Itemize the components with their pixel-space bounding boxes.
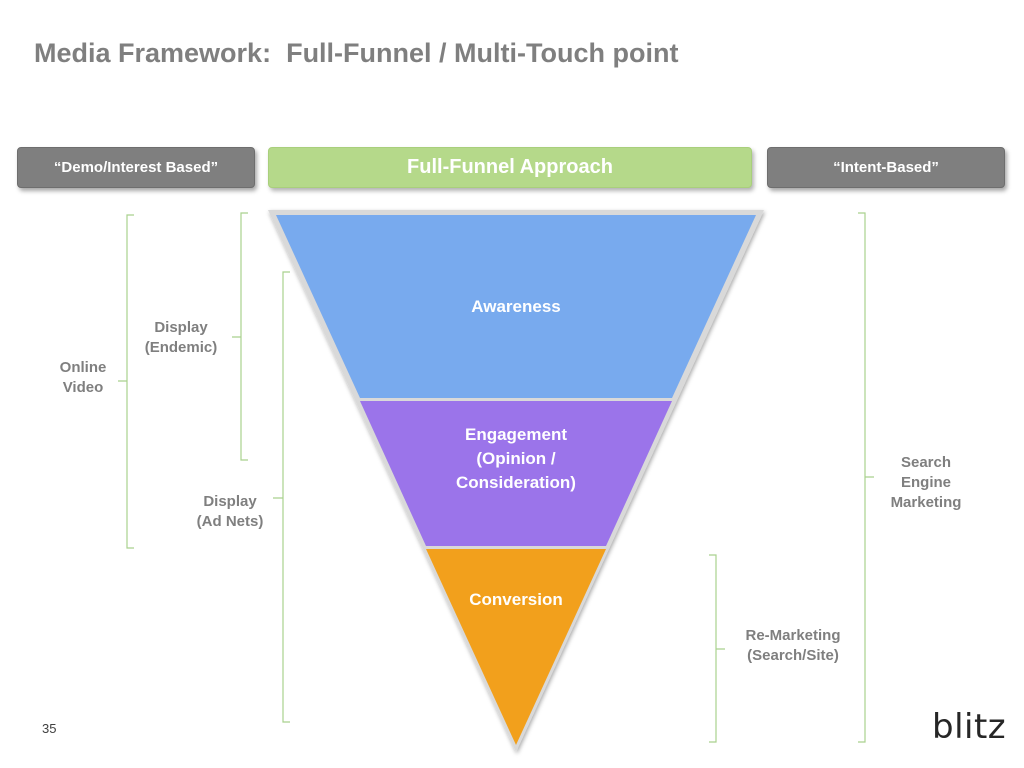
search-engine-marketing-bracket (858, 212, 874, 743)
conversion-label-line: Conversion (469, 590, 563, 609)
re-marketing-bracket (709, 554, 725, 743)
conversion-label: Conversion (416, 588, 616, 612)
intent-based-header: “Intent-Based” (767, 147, 1005, 188)
display-ad-nets-label-line-1: Display (203, 493, 257, 510)
engagement-stage (360, 401, 672, 546)
display-ad-nets-label-line-2: (Ad Nets) (196, 513, 264, 530)
engagement-label-line-1: Engagement (464, 425, 568, 444)
engagement-label-line-3: Consideration) (456, 473, 576, 492)
slide-title: Media Framework: Full-Funnel / Multi-Tou… (34, 38, 679, 68)
online-video-label-line-1: Online (59, 359, 107, 376)
full-funnel-header-label: Full-Funnel Approach (407, 156, 613, 178)
search-engine-marketing-label-line-1: Search (900, 454, 952, 471)
display-ad-nets-bracket (273, 271, 290, 723)
online-video-bracket (118, 214, 134, 549)
engagement-label: Engagement (Opinion / Consideration) (416, 423, 616, 495)
online-video-label-line-2: Video (62, 379, 104, 396)
display-endemic-label: Display (Endemic) (131, 318, 231, 358)
awareness-stage (276, 215, 756, 398)
re-marketing-label-line-2: (Search/Site) (747, 647, 839, 664)
awareness-label-line: Awareness (471, 297, 561, 316)
display-endemic-label-line-2: (Endemic) (144, 339, 218, 356)
full-funnel-header: Full-Funnel Approach (268, 147, 752, 188)
display-endemic-label-line-1: Display (154, 319, 208, 336)
re-marketing-label: Re-Marketing (Search/Site) (728, 626, 858, 666)
search-engine-marketing-label: Search Engine Marketing (876, 453, 976, 513)
demo-interest-header-label: “Demo/Interest Based” (53, 159, 219, 176)
online-video-label: Online Video (43, 358, 123, 398)
display-endemic-bracket (232, 212, 248, 461)
awareness-label: Awareness (416, 295, 616, 319)
engagement-label-line-2: (Opinion / (476, 449, 556, 468)
intent-based-header-label: “Intent-Based” (833, 159, 939, 176)
search-engine-marketing-label-line-3: Marketing (890, 494, 962, 511)
blitz-logo: blitz (932, 707, 1007, 747)
demo-interest-header: “Demo/Interest Based” (17, 147, 255, 188)
display-ad-nets-label: Display (Ad Nets) (180, 492, 280, 532)
page-number: 35 (42, 721, 57, 736)
search-engine-marketing-label-line-2: Engine (900, 474, 951, 491)
re-marketing-label-line-1: Re-Marketing (745, 627, 841, 644)
conversion-stage (426, 549, 606, 745)
